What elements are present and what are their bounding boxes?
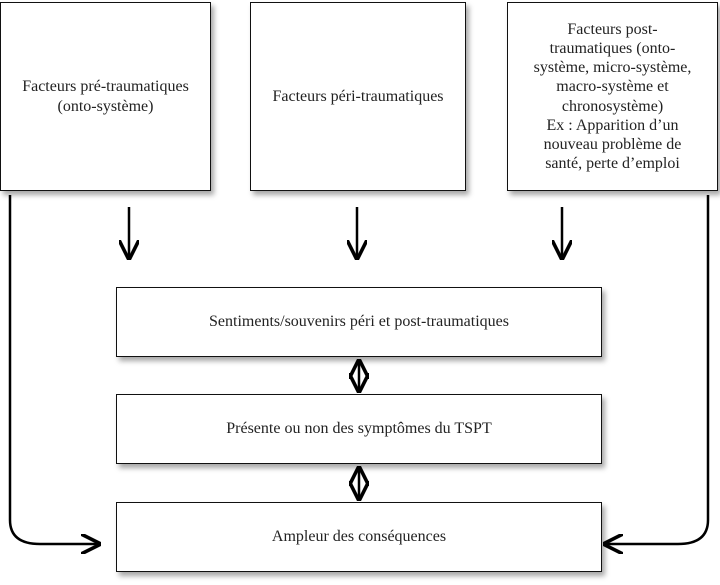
post-line: système, micro-système, bbox=[533, 59, 692, 77]
post-line: chronosystème) bbox=[561, 97, 664, 115]
post-traumatic-label: Facteurs post- traumatiques (onto- systè… bbox=[534, 20, 692, 174]
peri-traumatic-label: Facteurs péri-traumatiques bbox=[272, 87, 444, 105]
sentiments-label: Sentiments/souvenirs péri et post-trauma… bbox=[209, 313, 509, 331]
box-symptomes-tspt: Présente ou non des symptômes du TSPT bbox=[116, 394, 602, 464]
post-line: Facteurs post- bbox=[567, 20, 658, 38]
ampleur-label: Ampleur des conséquences bbox=[271, 528, 447, 546]
post-line: santé, perte d’emploi bbox=[545, 155, 680, 173]
post-line: nouveau problème de bbox=[543, 135, 682, 153]
arrow-pre-to-ampleur bbox=[8, 195, 99, 544]
post-line: traumatiques (onto- bbox=[549, 39, 676, 57]
box-peri-traumatic-factors: Facteurs péri-traumatiques bbox=[250, 2, 466, 191]
symptomes-label: Présente ou non des symptômes du TSPT bbox=[226, 420, 492, 438]
post-line: macro-système et bbox=[556, 78, 669, 96]
arrow-post-to-ampleur bbox=[605, 195, 710, 544]
box-pre-traumatic-factors: Facteurs pré-traumatiques (onto-système) bbox=[0, 2, 211, 191]
post-line: Ex : Apparition d’un bbox=[546, 116, 679, 134]
box-ampleur-consequences: Ampleur des conséquences bbox=[116, 502, 602, 572]
pre-traumatic-label: Facteurs pré-traumatiques (onto-système) bbox=[22, 78, 189, 115]
box-sentiments-souvenirs: Sentiments/souvenirs péri et post-trauma… bbox=[116, 287, 602, 357]
box-post-traumatic-factors: Facteurs post- traumatiques (onto- systè… bbox=[507, 2, 718, 191]
